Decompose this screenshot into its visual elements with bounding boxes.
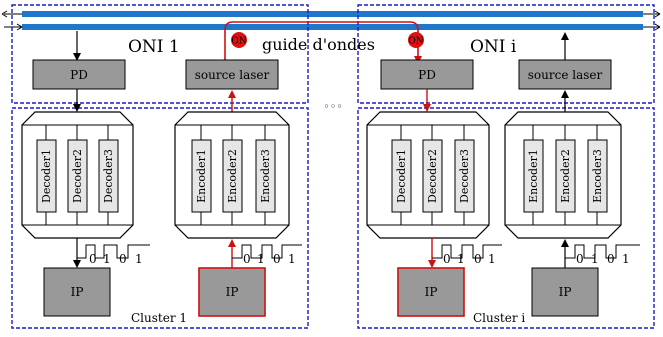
cluster-i-ip-rx-label: IP <box>425 285 438 299</box>
cluster-i-decoder-group: Decoder1 Decoder2 Decoder3 <box>366 111 490 239</box>
cluster-1-rx-bit-0: 0 <box>89 252 97 266</box>
cluster-i-encoder-1-label: Encoder1 <box>527 149 540 203</box>
cluster-i-ip-tx-box <box>531 267 599 317</box>
cluster-1-label: Cluster 1 <box>131 311 187 325</box>
cluster-1-rx-bit-1: 1 <box>103 252 111 266</box>
waveguide-label: guide d'ondes <box>262 35 375 54</box>
ellipsis-separator: ◦◦◦ <box>323 100 342 113</box>
oni-1-laser-label: source laser <box>195 68 270 82</box>
cluster-1-rx-bit-3: 1 <box>135 252 143 266</box>
cluster-1-encoder-1-label: Encoder1 <box>195 149 208 203</box>
cluster-i-tx-bit-1: 1 <box>591 252 599 266</box>
cluster-i-encoder-3-label: Encoder3 <box>591 149 604 203</box>
cluster-i-tx-bit-0: 0 <box>576 252 584 266</box>
cluster-i-decoder-2-label: Decoder2 <box>426 149 439 203</box>
cluster-1-decoder-2-label: Decoder2 <box>71 149 84 203</box>
oni-1-laser-box <box>185 59 279 90</box>
cluster-1-tx-bit-1: 1 <box>257 252 265 266</box>
cluster-i-tx-bit-2: 0 <box>607 252 615 266</box>
oni-i-laser-label: source laser <box>528 68 603 82</box>
cluster-i-ip-tx-label: IP <box>559 285 572 299</box>
cluster-i-encoder-2-label: Encoder2 <box>559 149 572 203</box>
cluster-i-rx-bit-waveform: 0 1 0 1 <box>432 244 502 266</box>
cluster-1-tx-bit-0: 0 <box>243 252 251 266</box>
oni-1-switch-status: ON <box>231 37 246 47</box>
oni-1-title: ONI 1 <box>128 37 180 57</box>
cluster-1-rx-bit-waveform: 0 1 0 1 <box>77 244 150 266</box>
cluster-1-tx-bit-3: 1 <box>288 252 296 266</box>
waveguide-arrows <box>1 10 661 31</box>
oni-i-switch: ON <box>408 32 424 48</box>
cluster-1-encoder-2-label: Encoder2 <box>226 149 239 203</box>
oni-i-switch-led <box>408 32 424 48</box>
cluster-i-decoder-fanout <box>400 125 465 225</box>
cluster-i-encoder-fanout <box>532 125 598 225</box>
cluster-1-ip-rx-box <box>43 267 111 317</box>
cluster-1-encoder-group: Encoder1 Encoder2 Encoder3 <box>174 111 290 239</box>
oni-1-switch: ON <box>231 32 247 48</box>
oni-1-box <box>11 4 309 104</box>
cluster-1-decoder-1-label: Decoder1 <box>40 149 53 203</box>
cluster-i-encoder-group: Encoder1 Encoder2 Encoder3 <box>504 111 622 239</box>
cluster-i-rx-bit-0: 0 <box>443 252 451 266</box>
cluster-1-tx-bit-waveform: 0 1 0 1 <box>232 244 302 266</box>
cluster-1-tx-bit-2: 0 <box>273 252 281 266</box>
cluster-1-ip-tx-box <box>198 267 266 317</box>
cluster-1-decoder-3-label: Decoder3 <box>102 149 115 203</box>
waveguide <box>1 10 661 31</box>
cluster-1-rx-bit-2: 0 <box>119 252 127 266</box>
oni-i-title: ONI i <box>470 37 517 57</box>
waveguide-bar-top <box>22 11 643 17</box>
cluster-i-box <box>357 107 655 329</box>
cluster-i-tx-bit-waveform: 0 1 0 1 <box>565 244 640 266</box>
cluster-i-ip-rx-box <box>397 267 465 317</box>
cluster-1-box <box>11 107 309 329</box>
cluster-1-encoder-3-label: Encoder3 <box>259 149 272 203</box>
cluster-1-ip-tx-label: IP <box>226 285 239 299</box>
cluster-1-encoder-fanout <box>200 125 266 225</box>
cluster-i-rx-bit-1: 1 <box>457 252 465 266</box>
cluster-1-decoder-fanout <box>45 125 109 225</box>
oni-1-switch-led <box>231 32 247 48</box>
active-light-path <box>224 21 422 64</box>
cluster-1-decoder-blocks: Decoder1 Decoder2 Decoder3 <box>36 139 119 213</box>
oni-i-laser-box <box>518 59 612 90</box>
cluster-i-tx-bit-3: 1 <box>622 252 630 266</box>
waveguide-bar-bottom <box>22 24 643 30</box>
cluster-1-decoder-group: Decoder1 Decoder2 Decoder3 <box>21 111 134 239</box>
cluster-1-ip-rx-label: IP <box>71 285 84 299</box>
cluster-i-decoder-1-label: Decoder1 <box>395 149 408 203</box>
oni-i-pd-label: PD <box>418 68 436 82</box>
oni-i-box <box>357 4 655 104</box>
oni-1-pd-box <box>32 59 126 90</box>
cluster-i-rx-bit-2: 0 <box>474 252 482 266</box>
oni-1-pd-label: PD <box>70 68 88 82</box>
cluster-i-rx-bit-3: 1 <box>488 252 496 266</box>
cluster-i-label: Cluster i <box>473 311 525 325</box>
cluster-i-decoder-3-label: Decoder3 <box>458 149 471 203</box>
oni-i-switch-status: ON <box>408 37 423 47</box>
